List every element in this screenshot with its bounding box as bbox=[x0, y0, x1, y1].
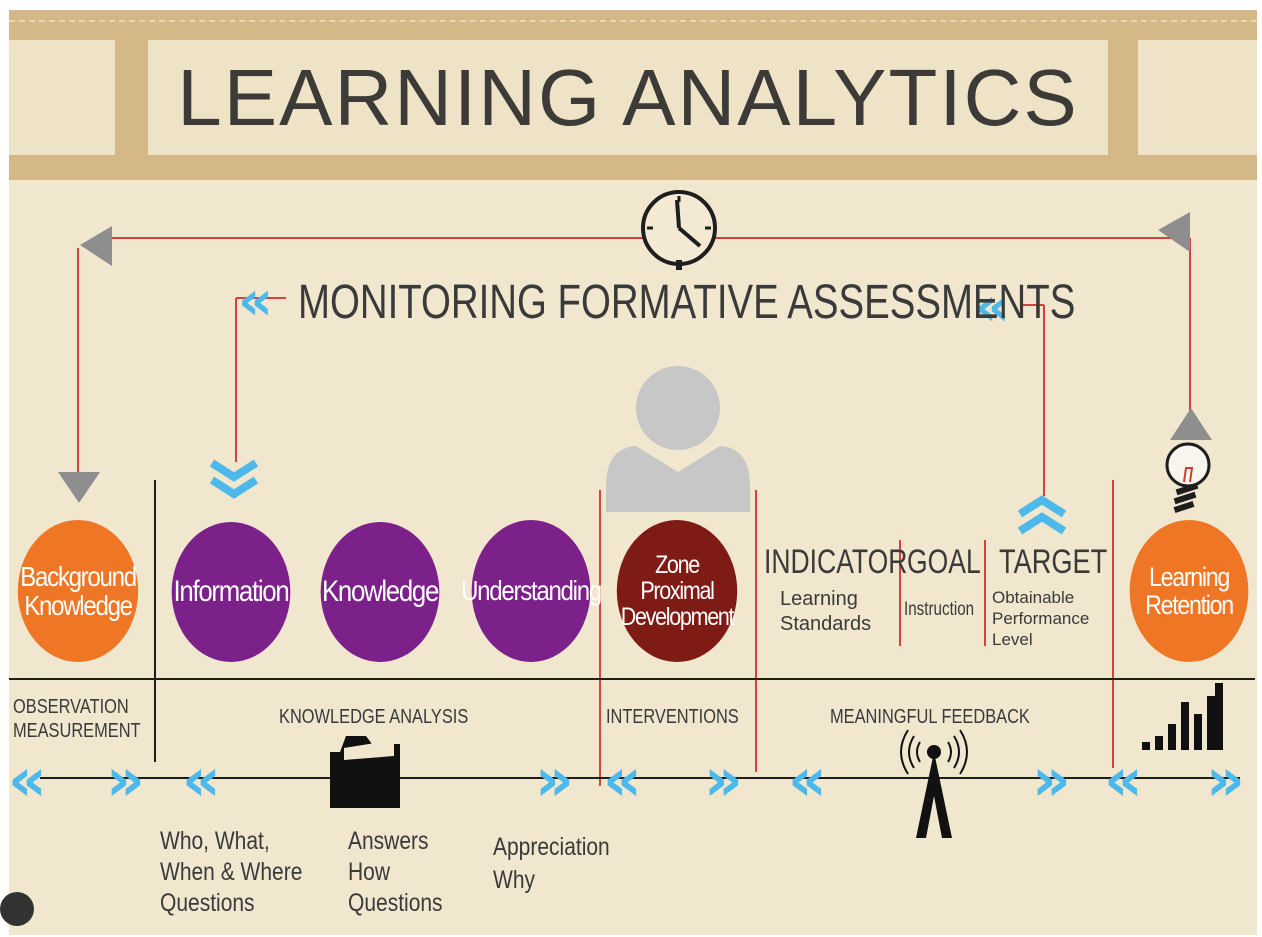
stage-label: Retention bbox=[1145, 590, 1234, 620]
target-line: Level bbox=[992, 630, 1033, 649]
phase-line: MEASUREMENT bbox=[13, 720, 141, 742]
chevron-left-icon: « bbox=[788, 745, 827, 815]
stage-label: Background bbox=[20, 560, 137, 592]
target-line: Obtainable bbox=[992, 588, 1075, 607]
stage-understanding: Understanding bbox=[461, 520, 602, 662]
chevron-right-icon: » bbox=[1206, 745, 1245, 815]
chevron-right-icon: » bbox=[106, 745, 145, 815]
banner-stitching bbox=[9, 20, 1257, 22]
interventions-label: INTERVENTIONS bbox=[606, 706, 739, 728]
chevron-right-icon: » bbox=[704, 745, 743, 815]
stage-label: Zone Proximal bbox=[640, 550, 715, 605]
chevron-right-icon: » bbox=[535, 745, 574, 815]
question-line: Why bbox=[493, 866, 535, 894]
banner-side-panel-right bbox=[1138, 40, 1257, 155]
knowledge-analysis-label: KNOWLEDGE ANALYSIS bbox=[279, 706, 469, 728]
question-line: When & Where bbox=[160, 858, 303, 886]
stage-label: Understanding bbox=[461, 575, 602, 607]
person-icon bbox=[606, 366, 750, 512]
chevron-left-icon: « bbox=[238, 269, 273, 332]
question-line: Questions bbox=[348, 889, 443, 917]
page-title: LEARNING ANALYTICS bbox=[177, 52, 1079, 142]
questions-how: Answers How Questions bbox=[348, 826, 443, 919]
clock-icon bbox=[641, 190, 717, 270]
question-line: How bbox=[348, 858, 391, 886]
meaningful-feedback-label: MEANINGFUL FEEDBACK bbox=[830, 706, 1030, 728]
corner-badge bbox=[0, 892, 34, 926]
questions-who-what: Who, What, When & Where Questions bbox=[160, 826, 302, 919]
arrow-up-icon bbox=[1170, 408, 1212, 440]
indicator-desc: Learning Standards bbox=[780, 587, 871, 637]
indicator-line: Standards bbox=[780, 613, 872, 635]
stage-label: Knowledge bbox=[24, 590, 133, 621]
observation-label: OBSERVATION MEASUREMENT bbox=[13, 695, 141, 743]
question-line: Who, What, bbox=[160, 827, 270, 855]
stage-label: Information bbox=[173, 575, 290, 609]
goal-desc: Instruction bbox=[904, 599, 975, 620]
signal-bars-icon bbox=[1142, 683, 1223, 750]
chevron-up-icon bbox=[1017, 512, 1067, 535]
monitoring-label: MONITORING FORMATIVE ASSESSMENTS bbox=[298, 276, 1076, 329]
antenna-icon bbox=[900, 729, 968, 838]
lightbulb-icon bbox=[1165, 442, 1211, 513]
indicator-line: Learning bbox=[780, 588, 858, 610]
chevron-down-icon bbox=[209, 476, 259, 499]
target-title: TARGET bbox=[999, 543, 1108, 581]
chevron-down-icon bbox=[209, 459, 259, 482]
folder-icon bbox=[330, 736, 400, 808]
stage-knowledge: Knowledge bbox=[320, 522, 440, 662]
indicator-title: INDICATOR bbox=[764, 543, 908, 581]
phase-line: OBSERVATION bbox=[13, 696, 129, 718]
question-line: Answers bbox=[348, 827, 429, 855]
chevron-left-icon: « bbox=[8, 745, 47, 815]
arrow-left-icon bbox=[1158, 212, 1190, 252]
stage-information: Information bbox=[171, 522, 291, 662]
goal-title: GOAL bbox=[907, 543, 981, 581]
stage-label: Learning bbox=[1148, 561, 1230, 592]
arrow-down-icon bbox=[58, 472, 100, 503]
chevron-left-icon: « bbox=[1104, 745, 1143, 815]
banner-title-panel bbox=[148, 40, 1108, 155]
stage-label: Development bbox=[620, 603, 735, 632]
stage-label: Knowledge bbox=[321, 575, 439, 609]
chevron-left-icon: « bbox=[603, 745, 642, 815]
target-desc: Obtainable Performance Level bbox=[992, 587, 1089, 650]
question-line: Questions bbox=[160, 889, 255, 917]
target-line: Performance bbox=[992, 609, 1090, 628]
question-line: Appreciation bbox=[493, 833, 610, 861]
chevron-left-icon: « bbox=[975, 275, 1010, 338]
chevron-right-icon: » bbox=[1032, 745, 1071, 815]
chevron-up-icon bbox=[1017, 495, 1067, 518]
questions-why: Appreciation Why bbox=[493, 831, 610, 897]
arrow-left-icon bbox=[80, 226, 112, 266]
banner-side-panel-left bbox=[9, 40, 115, 155]
chevron-left-icon: « bbox=[182, 745, 221, 815]
